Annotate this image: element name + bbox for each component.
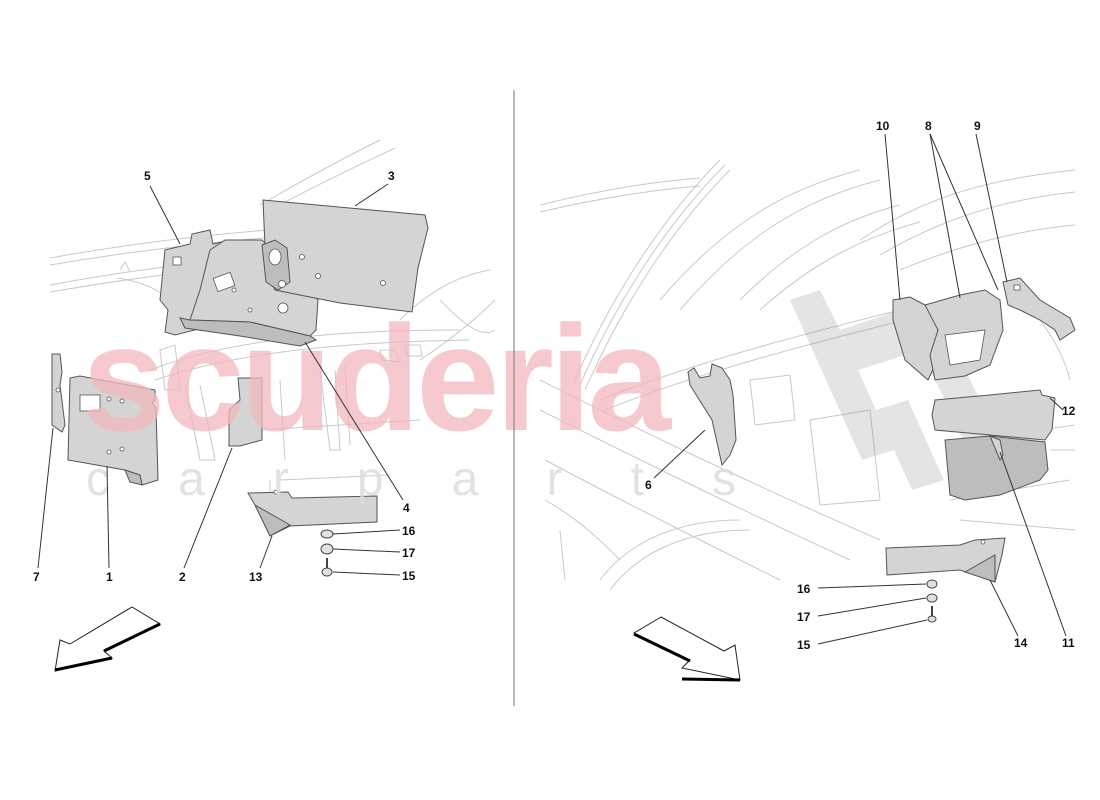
watermark-primary: scuderia: [82, 294, 673, 462]
part-11-duct-bottom[interactable]: [944, 435, 1049, 501]
callout-15-right[interactable]: 15: [797, 638, 811, 652]
callout-9[interactable]: 9: [974, 119, 981, 133]
callout-17[interactable]: 17: [402, 546, 416, 560]
part-9-flap[interactable]: [1002, 277, 1076, 341]
arrow-down-right-icon: [632, 616, 741, 682]
left-body-outline: [49, 139, 496, 510]
part-3-panel[interactable]: [261, 199, 429, 313]
callout-1[interactable]: 1: [106, 570, 113, 584]
callout-6[interactable]: 6: [645, 478, 652, 492]
callout-13[interactable]: 13: [249, 570, 263, 584]
part-14-duct[interactable]: [885, 537, 1006, 583]
part-1-plate[interactable]: [67, 375, 159, 486]
arrow-down-left-icon: [54, 606, 162, 672]
callout-12[interactable]: 12: [1062, 404, 1076, 418]
right-callouts: 10 8 9 12 6 16 17 15 14 11: [645, 119, 1076, 652]
watermark-secondary: c a r p a r t s: [86, 453, 736, 506]
part-2-strip[interactable]: [228, 377, 263, 447]
callout-15[interactable]: 15: [402, 569, 416, 583]
callout-8[interactable]: 8: [925, 119, 932, 133]
callout-11[interactable]: 11: [1062, 636, 1075, 650]
callout-10[interactable]: 10: [876, 119, 890, 133]
right-hardware[interactable]: [926, 579, 938, 623]
callout-4[interactable]: 4: [403, 501, 410, 515]
part-7-plate[interactable]: [51, 353, 66, 433]
callout-5[interactable]: 5: [144, 169, 151, 183]
part-8-duct-top[interactable]: [924, 289, 1004, 381]
left-callouts: 5 3 4 16 17 15 7 1 2 13: [33, 169, 416, 584]
callout-7[interactable]: 7: [33, 570, 40, 584]
part-4-bracket[interactable]: [179, 239, 319, 347]
part-6-bracket[interactable]: [687, 363, 737, 467]
left-hardware[interactable]: [320, 529, 334, 577]
callout-16-right[interactable]: 16: [797, 582, 811, 596]
callout-16[interactable]: 16: [402, 524, 416, 538]
right-body-outline: [539, 159, 1076, 591]
callout-14[interactable]: 14: [1014, 636, 1028, 650]
part-12-collar[interactable]: [931, 389, 1056, 441]
watermark: scuderia c a r p a r t s: [82, 294, 736, 506]
callout-2[interactable]: 2: [179, 570, 186, 584]
callout-17-right[interactable]: 17: [797, 610, 811, 624]
leader-lines: [37, 133, 1067, 645]
part-13-duct[interactable]: [247, 489, 378, 537]
callout-3[interactable]: 3: [388, 169, 395, 183]
